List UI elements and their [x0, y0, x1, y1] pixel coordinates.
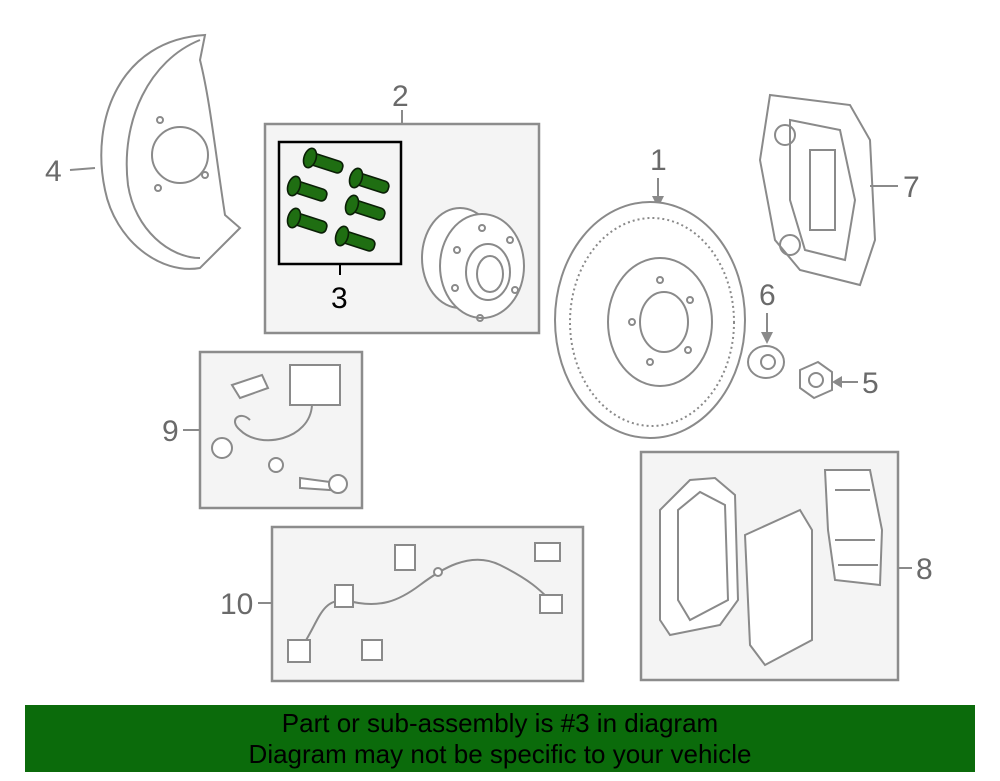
brake-pads-icons [659, 469, 884, 667]
callout-7: 7 [903, 171, 920, 204]
callout-6: 6 [759, 279, 776, 312]
wheel-bolt-icons [286, 147, 390, 252]
banner-line-2: Diagram may not be specific to your vehi… [248, 739, 752, 769]
callout-3: 3 [331, 282, 348, 315]
callout-2: 2 [392, 80, 409, 113]
callout-10: 10 [220, 588, 253, 621]
sensor-kit-icons [211, 364, 348, 494]
callout-1: 1 [650, 144, 667, 177]
banner-line-1: Part or sub-assembly is #3 in diagram [281, 708, 719, 738]
brake-rotor-part-1[interactable] [554, 201, 746, 439]
wheel-hub-icon [421, 207, 525, 322]
abs-sensor-icons [287, 542, 563, 663]
nut-part-5[interactable] [799, 360, 833, 400]
callout-8: 8 [916, 553, 933, 586]
dust-shield-part-4[interactable] [100, 33, 242, 270]
callout-9: 9 [162, 415, 179, 448]
brake-caliper-part-7[interactable] [758, 93, 877, 287]
washer-part-6[interactable] [747, 345, 785, 379]
abs-sensor-box-part-10[interactable] [270, 525, 585, 683]
callout-4: 4 [45, 155, 62, 188]
callout-5: 5 [862, 367, 879, 400]
info-banner: Part or sub-assembly is #3 in diagram Di… [25, 705, 975, 772]
